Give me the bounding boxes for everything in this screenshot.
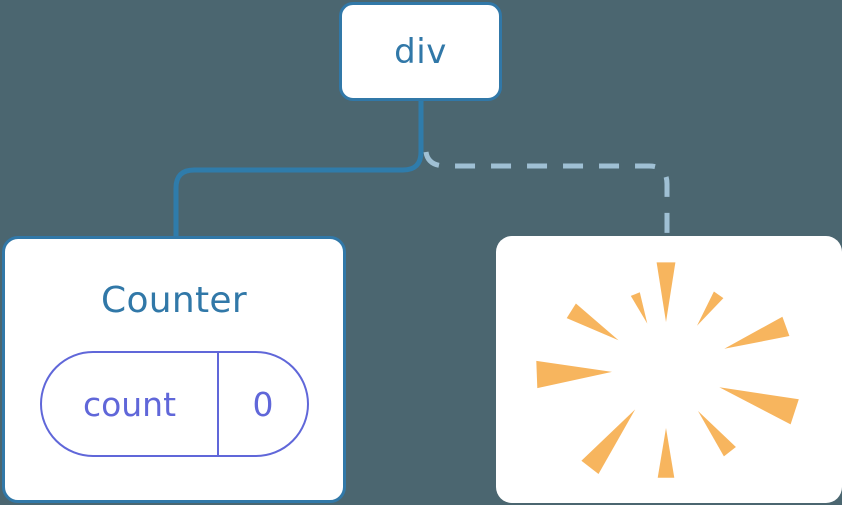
burst-ray-0: [656, 262, 676, 322]
burst-ray-4: [698, 411, 736, 457]
state-pill-count[interactable]: count 0: [40, 351, 309, 457]
burst-ray-5: [657, 428, 675, 478]
burst-ray-3: [719, 387, 799, 425]
burst-ray-9: [630, 292, 648, 324]
wire-div-to-burst: [423, 151, 670, 238]
burst-ray-2: [724, 316, 790, 349]
node-div[interactable]: div: [339, 2, 502, 101]
burst-ray-7: [536, 360, 612, 389]
state-value-label: 0: [252, 384, 274, 424]
burst-ray-8: [566, 303, 619, 341]
burst-ray-1: [697, 291, 724, 326]
sparkle-burst-icon: [536, 262, 799, 478]
node-burst[interactable]: [496, 236, 842, 503]
node-div-title: div: [394, 31, 447, 72]
state-key-label: count: [42, 353, 219, 455]
node-counter-title: Counter: [101, 280, 247, 321]
wire-div-to-counter: [173, 98, 424, 241]
burst-ray-6: [581, 409, 636, 474]
